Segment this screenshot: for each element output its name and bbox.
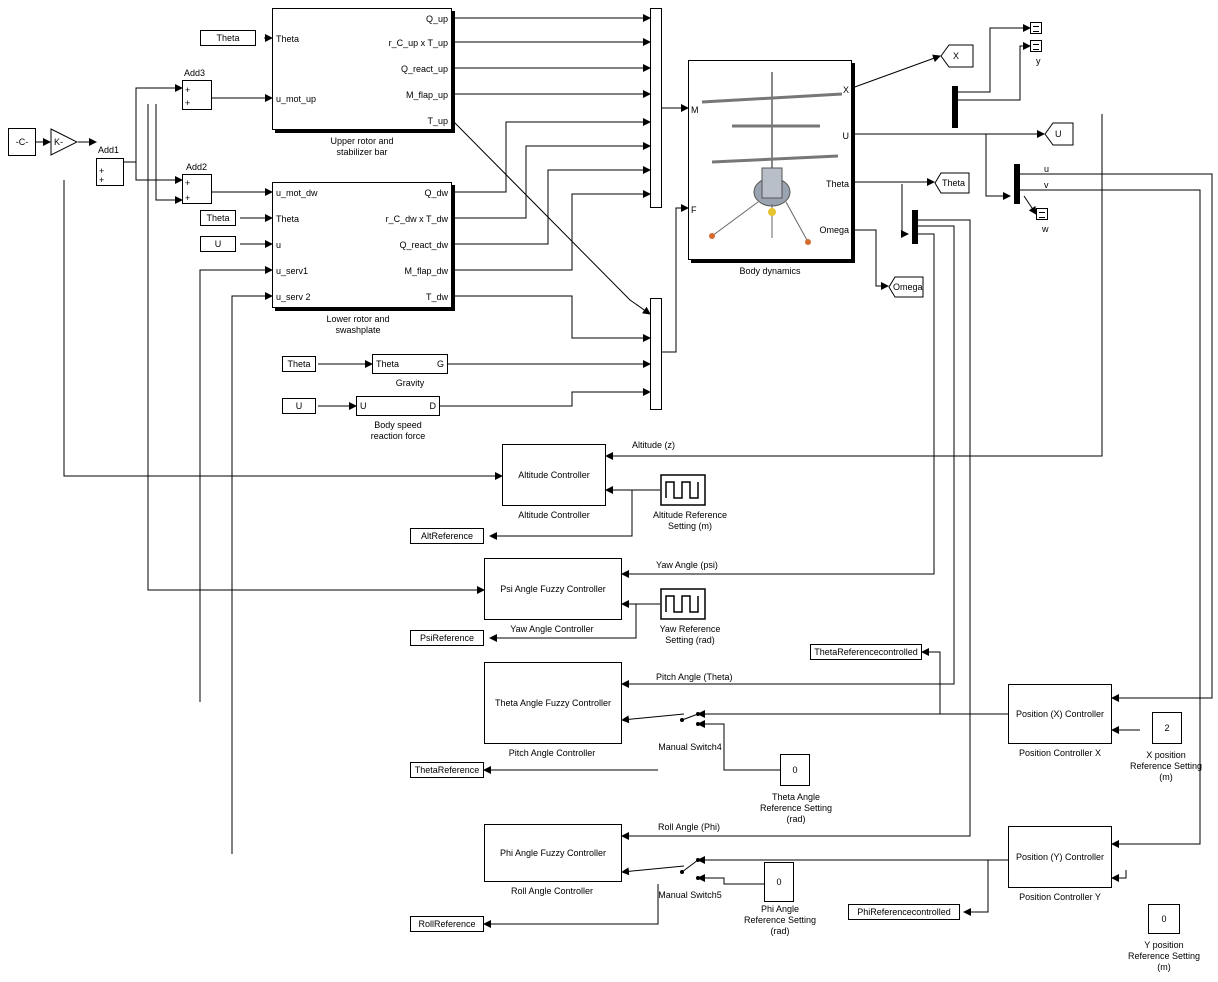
moment-mux[interactable] — [650, 8, 662, 208]
add3-block[interactable]: ++ — [182, 80, 212, 110]
add1-block[interactable]: ++ — [96, 158, 124, 186]
phi-controller-block[interactable]: Phi Angle Fuzzy Controller — [484, 824, 622, 882]
altitude-controller-label: Altitude Controller — [518, 510, 590, 521]
x-constant-block[interactable]: 2 — [1152, 712, 1182, 744]
pitch-controller-label: Pitch Angle Controller — [509, 748, 596, 759]
add2-block[interactable]: ++ — [182, 174, 212, 204]
position-y-controller-label: Position Controller Y — [1019, 892, 1101, 903]
add3-label: Add3 — [184, 68, 205, 78]
demux-theta[interactable] — [912, 210, 918, 244]
upper-rotor-block[interactable]: Theta u_mot_up Q_up r_C_up x T_up Q_reac… — [272, 8, 452, 130]
gravity-block[interactable]: Theta G — [372, 354, 448, 374]
goto-rollreference-tag[interactable]: RollReference — [410, 916, 484, 932]
y-constant-label: Y position Reference Setting (m) — [1128, 940, 1200, 973]
yaw-signal-label: Yaw Angle (psi) — [656, 560, 718, 570]
constant-c-block[interactable]: -C- — [8, 128, 36, 156]
manual-switch4-label: Manual Switch4 — [658, 742, 722, 753]
pitch-signal-label: Pitch Angle (Theta) — [656, 672, 733, 682]
scope-y-icon[interactable] — [1030, 40, 1042, 52]
force-mux[interactable] — [650, 298, 662, 410]
theta-constant-block[interactable]: 0 — [780, 754, 810, 786]
demux-x[interactable] — [952, 86, 958, 128]
goto-psireference-tag[interactable]: PsiReference — [410, 630, 484, 646]
manual-switch4-icon[interactable] — [674, 702, 704, 730]
goto-altreference-tag[interactable]: AltReference — [410, 528, 484, 544]
upper-rotor-label: Upper rotor and stabilizer bar — [330, 136, 393, 158]
demux-u[interactable] — [1014, 164, 1020, 204]
yaw-reference-label: Yaw Reference Setting (rad) — [660, 624, 721, 646]
x-constant-label: X position Reference Setting (m) — [1130, 750, 1202, 783]
body-speed-label: Body speed reaction force — [371, 420, 426, 442]
theta-controller-block[interactable]: Theta Angle Fuzzy Controller — [484, 662, 622, 744]
goto-thetareference-tag[interactable]: ThetaReference — [410, 762, 484, 778]
add1-label: Add1 — [98, 145, 119, 155]
psi-controller-block[interactable]: Psi Angle Fuzzy Controller — [484, 558, 622, 620]
position-x-controller-block[interactable]: Position (X) Controller — [1008, 684, 1112, 744]
altitude-controller-block[interactable]: Altitude Controller — [502, 444, 606, 506]
altitude-reference-label: Altitude Reference Setting (m) — [653, 510, 727, 532]
goto-phireferencecontrolled-tag[interactable]: PhiReferencecontrolled — [848, 904, 960, 920]
gain-k-label: K- — [54, 137, 63, 147]
gravity-label: Gravity — [396, 378, 425, 389]
from-theta-tag-3[interactable]: Theta — [282, 356, 316, 372]
from-theta-tag-2[interactable]: Theta — [200, 210, 236, 226]
phi-constant-label: Phi Angle Reference Setting (rad) — [744, 904, 816, 937]
altitude-signal-label: Altitude (z) — [632, 440, 675, 450]
y-constant-block[interactable]: 0 — [1148, 904, 1180, 934]
add2-label: Add2 — [186, 162, 207, 172]
from-u-tag-2[interactable]: U — [282, 398, 316, 414]
scope-w-icon[interactable] — [1036, 208, 1048, 220]
scope-x-icon[interactable] — [1030, 22, 1042, 34]
roll-controller-label: Roll Angle Controller — [511, 886, 593, 897]
helicopter-image — [692, 64, 852, 258]
roll-signal-label: Roll Angle (Phi) — [658, 822, 720, 832]
yaw-controller-label: Yaw Angle Controller — [510, 624, 593, 635]
body-dynamics-label: Body dynamics — [739, 266, 800, 277]
lower-rotor-block[interactable]: u_mot_dw Theta u u_serv1 u_serv 2 Q_dw r… — [272, 182, 452, 308]
manual-switch5-label: Manual Switch5 — [658, 890, 722, 901]
manual-switch5-icon[interactable] — [674, 852, 704, 884]
theta-constant-label: Theta Angle Reference Setting (rad) — [760, 792, 832, 825]
constant-c-label: -C- — [16, 137, 29, 147]
altitude-pulse-generator[interactable] — [660, 474, 706, 506]
lower-rotor-label: Lower rotor and swashplate — [326, 314, 389, 336]
yaw-pulse-generator[interactable] — [660, 588, 706, 620]
position-x-controller-label: Position Controller X — [1019, 748, 1101, 759]
position-y-controller-block[interactable]: Position (Y) Controller — [1008, 826, 1112, 888]
goto-thetareferencecontrolled-tag[interactable]: ThetaReferencecontrolled — [810, 644, 922, 660]
body-speed-block[interactable]: U D — [356, 396, 440, 416]
from-u-tag-1[interactable]: U — [200, 236, 236, 252]
phi-constant-block[interactable]: 0 — [764, 862, 794, 902]
from-theta-tag-1[interactable]: Theta — [200, 30, 256, 46]
